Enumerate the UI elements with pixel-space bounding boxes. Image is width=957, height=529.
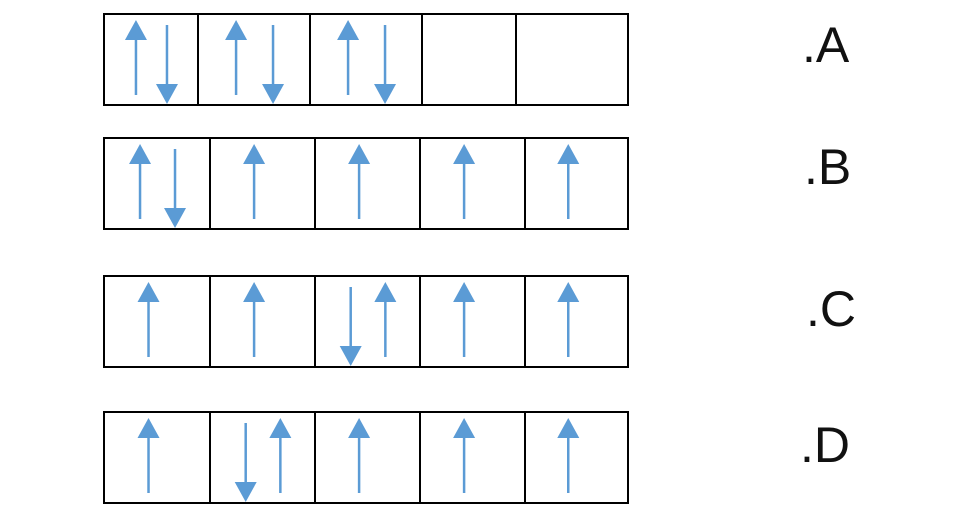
spin-up-arrow [124,20,147,95]
spin-up-arrow [137,282,160,357]
spin-down-arrow [374,25,397,104]
orbital-box [419,411,526,504]
option-c-orbital-row [103,275,629,368]
spin-down-arrow [234,423,257,502]
spin-up-arrow [557,418,580,493]
spin-up-arrow [374,282,397,357]
spin-up-arrow [348,418,371,493]
spin-up-arrow [348,144,371,219]
spin-up-arrow [453,144,476,219]
spin-up-arrow [269,418,292,493]
spin-down-arrow [262,25,285,104]
spin-up-arrow [557,282,580,357]
orbital-box [419,275,526,368]
option-b-orbital-row [103,137,629,230]
spin-down-arrow [155,25,178,104]
spin-up-arrow [137,418,160,493]
orbital-box [419,137,526,230]
orbital-box [309,13,423,106]
option-a-orbital-row [103,13,629,106]
orbital-box [421,13,517,106]
option-a-label: .A [802,17,850,73]
orbital-box [524,411,629,504]
option-d-label: .D [800,417,850,473]
orbital-box [103,137,211,230]
orbital-box [524,137,629,230]
spin-down-arrow [164,149,187,228]
orbital-box [209,137,316,230]
orbital-box [103,411,211,504]
orbital-box [103,13,199,106]
spin-up-arrow [453,282,476,357]
option-b-label: .B [804,139,852,195]
orbital-box [314,137,421,230]
spin-up-arrow [225,20,248,95]
orbital-box [314,411,421,504]
spin-up-arrow [129,144,152,219]
spin-up-arrow [243,144,266,219]
spin-up-arrow [453,418,476,493]
spin-up-arrow [337,20,360,95]
orbital-box [209,275,316,368]
orbital-box [197,13,311,106]
spin-up-arrow [243,282,266,357]
orbital-box [314,275,421,368]
option-c-label: .C [806,281,856,337]
orbital-box [515,13,629,106]
orbital-box [524,275,629,368]
orbital-box [103,275,211,368]
spin-down-arrow [339,287,362,366]
orbital-box [209,411,316,504]
spin-up-arrow [557,144,580,219]
option-d-orbital-row [103,411,629,504]
